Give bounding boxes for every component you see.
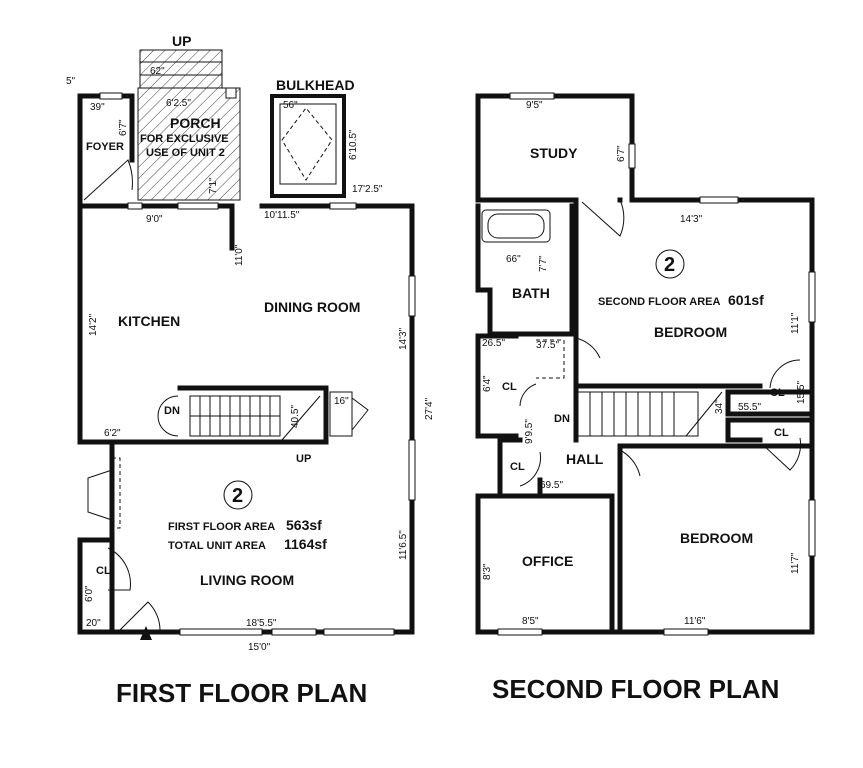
dim-6-7-study: 6'7"	[616, 145, 627, 162]
dim-11-6-5: 11'6.5"	[398, 530, 409, 560]
dim-6-2-5: 6'2.5"	[166, 98, 191, 109]
dim-7-1: 7'1"	[208, 177, 219, 194]
second-floor-exterior	[475, 197, 815, 635]
bedroom1-walls	[573, 197, 763, 443]
bedroom2-label: BEDROOM	[680, 530, 753, 546]
dim-27-4: 27'4"	[424, 397, 435, 420]
first-floor-exterior	[77, 203, 415, 635]
bath-walls	[475, 203, 575, 337]
dim-37-5: 37.5"	[536, 340, 559, 351]
porch-up-label: UP	[172, 33, 191, 49]
bedroom1-label: BEDROOM	[654, 324, 727, 340]
dn-label-first: DN	[164, 405, 180, 417]
dim-11-7: 11'7"	[790, 552, 801, 574]
dim-6-10-5: 6'10.5"	[348, 129, 359, 160]
dim-9-5: 9'5"	[526, 100, 543, 111]
porch-steps	[139, 49, 223, 89]
office-label: OFFICE	[522, 553, 573, 569]
bulkhead-label: BULKHEAD	[276, 77, 355, 93]
porch-area	[137, 87, 241, 201]
porch-post	[225, 87, 237, 99]
living-closet-label: CL	[96, 565, 111, 577]
entry-door	[117, 601, 161, 633]
dining-room-label: DINING ROOM	[264, 299, 360, 315]
second-floor-plan: 9'5" STUDY 6'7" 14'3" 2 66" 7'7" BATH SE…	[475, 92, 816, 704]
stair-treads-second	[589, 391, 723, 437]
foyer-door	[83, 159, 133, 201]
dim-9-0: 9'0"	[146, 214, 163, 225]
dim-16: 16"	[334, 396, 349, 407]
second-floor-area-label: SECOND FLOOR AREA	[598, 296, 720, 308]
dim-62: 62"	[150, 66, 165, 77]
dim-9-9-5: 9'9.5"	[524, 419, 535, 444]
porch-note-1: FOR EXCLUSIVE	[140, 133, 229, 145]
porch-note-2: USE OF UNIT 2	[146, 147, 225, 159]
dn-label-second: DN	[554, 413, 570, 425]
study-label: STUDY	[530, 145, 578, 161]
first-floor-area-label: FIRST FLOOR AREA	[168, 521, 275, 533]
dim-7-7: 7'7"	[538, 255, 549, 272]
bedroom2-walls	[617, 443, 815, 635]
entry-arrow	[140, 626, 152, 640]
dim-11-6: 11'6"	[684, 616, 706, 627]
dim-15-0: 15'0"	[248, 642, 271, 653]
dim-14-2: 14'2"	[88, 313, 99, 336]
dim-6-7-porch: 6'7"	[118, 119, 129, 136]
dim-8-3: 8'3"	[482, 563, 493, 580]
porch-label: PORCH	[170, 115, 221, 131]
first-floor-area-value: 563sf	[286, 517, 322, 533]
dim-8-5: 8'5"	[522, 616, 539, 627]
closet-label-2: CL	[770, 387, 785, 399]
dim-69-5: 69.5"	[540, 480, 563, 491]
office-walls	[475, 493, 615, 635]
dim-26-5: 26.5"	[482, 338, 505, 349]
dim-11-0: 11'0"	[234, 244, 245, 266]
hall-label: HALL	[566, 451, 604, 467]
living-closet	[77, 537, 115, 635]
dim-66: 66"	[506, 254, 521, 265]
dim-6-0: 6'0"	[84, 585, 95, 602]
dim-20: 20"	[86, 618, 101, 629]
dim-15-5: 15.5"	[796, 381, 807, 404]
dim-14-3-second: 14'3"	[680, 214, 703, 225]
bathtub	[481, 209, 551, 243]
second-floor-area-value: 601sf	[728, 292, 764, 308]
dim-39: 39"	[90, 102, 105, 113]
dim-11-1: 11'1"	[790, 312, 801, 334]
first-floor-title: FIRST FLOOR PLAN	[116, 678, 367, 708]
foyer-label: FOYER	[86, 141, 124, 153]
dim-14-3: 14'3"	[398, 327, 409, 350]
dim-56: 56"	[283, 100, 298, 111]
dim-6-2: 6'2"	[104, 428, 121, 439]
dim-17-2-5: 17'2.5"	[352, 184, 383, 195]
unit-number-first: 2	[232, 485, 243, 507]
second-floor-title: SECOND FLOOR PLAN	[492, 674, 779, 704]
kitchen-label: KITCHEN	[118, 313, 180, 329]
total-unit-area-label: TOTAL UNIT AREA	[168, 540, 266, 552]
dim-10-11-5: 10'11.5"	[264, 210, 300, 221]
bath-label: BATH	[512, 285, 550, 301]
bulkhead	[270, 94, 346, 198]
dim-40-5: 40.5"	[290, 405, 301, 428]
stair-walls	[109, 385, 329, 445]
unit-number-second: 2	[664, 254, 675, 276]
dim-55-5: 55.5"	[738, 402, 761, 413]
closet-label-1: CL	[502, 381, 517, 393]
closet-label-3: CL	[774, 427, 789, 439]
dim-34: 34"	[714, 399, 725, 414]
hall-closet-left	[475, 333, 519, 439]
dim-6-4: 6'4"	[482, 375, 493, 392]
dim-18-5-5: 18'5.5"	[246, 618, 277, 629]
total-unit-area-value: 1164sf	[284, 536, 327, 552]
living-room-label: LIVING ROOM	[200, 572, 294, 588]
fireplace	[87, 469, 113, 521]
first-floor-plan: UP 62" 6'2.5" PORCH FOR EXCLUSIVE USE OF…	[66, 33, 435, 708]
dim-5: 5"	[66, 76, 76, 87]
closet-label-4: CL	[510, 461, 525, 473]
stair-treads	[190, 395, 321, 441]
up-label-first: UP	[296, 453, 311, 465]
